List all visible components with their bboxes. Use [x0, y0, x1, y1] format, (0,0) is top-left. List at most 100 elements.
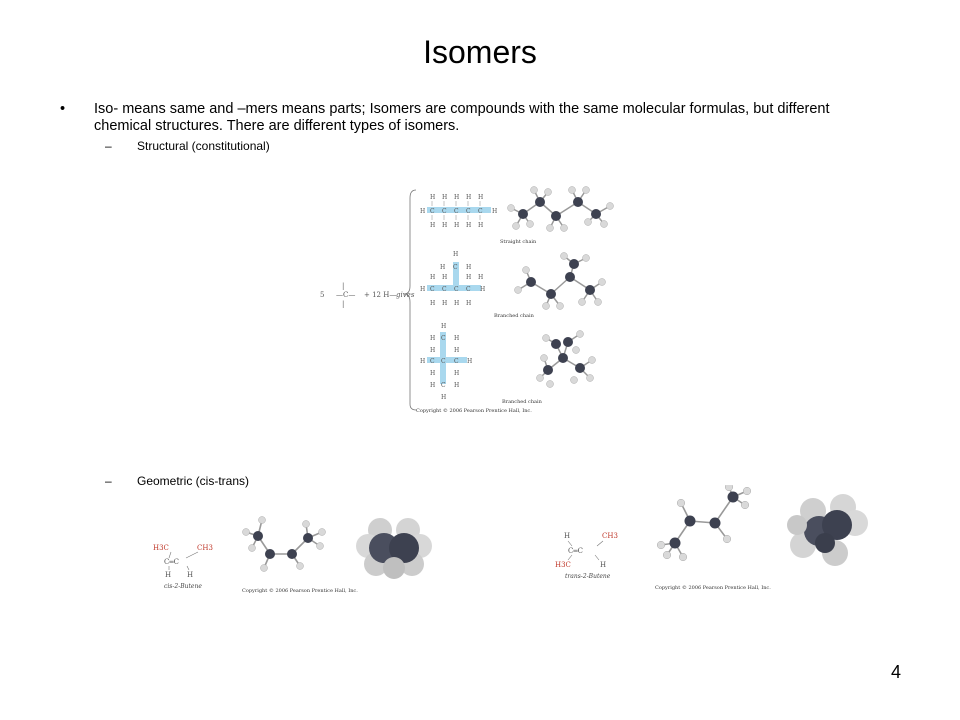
svg-text:C: C — [454, 358, 459, 365]
svg-text:H: H — [454, 194, 459, 201]
bullet-text: Iso- means same and –mers means parts; I… — [94, 101, 830, 134]
svg-text:H: H — [466, 222, 471, 229]
svg-text:C: C — [442, 286, 447, 293]
cis-structural-formula: H3C CH3 C═C H H cis-2-Butene — [153, 544, 213, 590]
cis-left-group: H3C — [153, 544, 169, 552]
svg-text:H: H — [478, 222, 483, 229]
trans-right-group: CH3 — [602, 532, 618, 540]
svg-text:H: H — [420, 208, 425, 215]
svg-text:C: C — [430, 358, 435, 365]
svg-text:H: H — [454, 382, 459, 389]
svg-text:C: C — [441, 358, 446, 365]
svg-text:C: C — [441, 382, 446, 389]
svg-text:H: H — [442, 300, 447, 307]
sub-dash: – — [105, 139, 112, 153]
sub-label: Geometric (cis-trans) — [137, 474, 250, 488]
bullet-dot: • — [60, 101, 66, 117]
svg-text:C: C — [454, 208, 459, 215]
svg-text:H: H — [454, 222, 459, 229]
svg-text:C: C — [478, 208, 483, 215]
svg-text:H: H — [453, 251, 458, 258]
copyright-structural: Copyright © 2006 Pearson Prentice Hall, … — [416, 407, 532, 414]
slide-title: Isomers — [423, 34, 537, 70]
label-branched-chain-1: Branched chain — [494, 313, 535, 319]
reaction-prefix: 5 — [320, 291, 324, 299]
svg-text:C: C — [466, 286, 471, 293]
copyright-trans: Copyright © 2006 Pearson Prentice Hall, … — [655, 584, 771, 591]
svg-text:|: | — [342, 300, 344, 308]
svg-text:H: H — [430, 194, 435, 201]
sub-dash: – — [105, 474, 112, 488]
svg-text:H: H — [478, 274, 483, 281]
svg-text:H: H — [454, 347, 459, 354]
svg-text:H: H — [564, 532, 570, 540]
svg-text:H: H — [466, 300, 471, 307]
svg-text:H: H — [441, 323, 446, 330]
svg-text:H: H — [466, 194, 471, 201]
svg-text:H: H — [420, 286, 425, 293]
copyright-cis: Copyright © 2006 Pearson Prentice Hall, … — [242, 587, 358, 594]
reaction-hydrogen: + 12 H— — [364, 291, 396, 299]
page-number: 4 — [891, 662, 902, 682]
branched-chain-1-atoms — [514, 252, 606, 310]
cis-right-group: CH3 — [197, 544, 213, 552]
branched-chain-2-atoms — [536, 330, 596, 388]
svg-text:H: H — [466, 264, 471, 271]
trans-name: trans-2-Butene — [565, 573, 611, 580]
cis-name: cis-2-Butene — [164, 583, 202, 590]
svg-text:H: H — [467, 358, 472, 365]
svg-text:H: H — [430, 274, 435, 281]
svg-text:H: H — [440, 264, 445, 271]
brace — [403, 189, 417, 411]
svg-text:H: H — [492, 208, 497, 215]
svg-text:C: C — [453, 264, 458, 271]
svg-text:H: H — [441, 394, 446, 401]
label-straight-chain: Straight chain — [500, 239, 537, 245]
svg-text:H: H — [187, 571, 193, 579]
svg-text:H: H — [430, 347, 435, 354]
svg-text:H: H — [600, 561, 606, 569]
svg-text:H: H — [420, 358, 425, 365]
svg-text:C═C: C═C — [164, 558, 179, 566]
svg-text:H: H — [466, 274, 471, 281]
svg-text:H: H — [480, 286, 485, 293]
svg-text:H: H — [454, 370, 459, 377]
carbon-fragment: —C— | | — [336, 282, 355, 308]
trans-space-filling-model — [787, 494, 868, 566]
sub-label: Structural (constitutional) — [137, 139, 270, 153]
svg-text:H: H — [454, 335, 459, 342]
reaction-gives: gives — [396, 291, 415, 299]
svg-text:C: C — [466, 208, 471, 215]
svg-text:H: H — [454, 300, 459, 307]
svg-text:H: H — [430, 300, 435, 307]
trans-butene-figure: H CH3 C═C H3C H trans-2-Butene — [555, 485, 868, 591]
cis-ball-stick-model — [245, 519, 323, 569]
svg-text:H: H — [442, 194, 447, 201]
straight-chain-model — [510, 189, 611, 229]
svg-text:H: H — [430, 222, 435, 229]
svg-text:H: H — [478, 194, 483, 201]
svg-text:C: C — [430, 286, 435, 293]
svg-text:H: H — [442, 222, 447, 229]
svg-text:—C—: —C— — [336, 291, 355, 299]
svg-text:C═C: C═C — [568, 547, 583, 555]
svg-text:C: C — [454, 286, 459, 293]
cis-butene-figure: H3C CH3 C═C H H cis-2-Butene — [153, 516, 432, 594]
trans-structural-formula: H CH3 C═C H3C H trans-2-Butene — [555, 532, 618, 580]
straight-chain-atoms — [507, 186, 614, 232]
cis-space-filling-model — [356, 518, 432, 579]
svg-text:|: | — [342, 282, 344, 290]
svg-text:H: H — [430, 382, 435, 389]
cis-atoms — [242, 516, 326, 572]
svg-text:C: C — [441, 335, 446, 342]
label-branched-chain-2: Branched chain — [502, 399, 543, 405]
svg-text:H: H — [165, 571, 171, 579]
trans-atoms — [656, 485, 752, 562]
svg-text:H: H — [442, 274, 447, 281]
svg-text:H: H — [430, 370, 435, 377]
